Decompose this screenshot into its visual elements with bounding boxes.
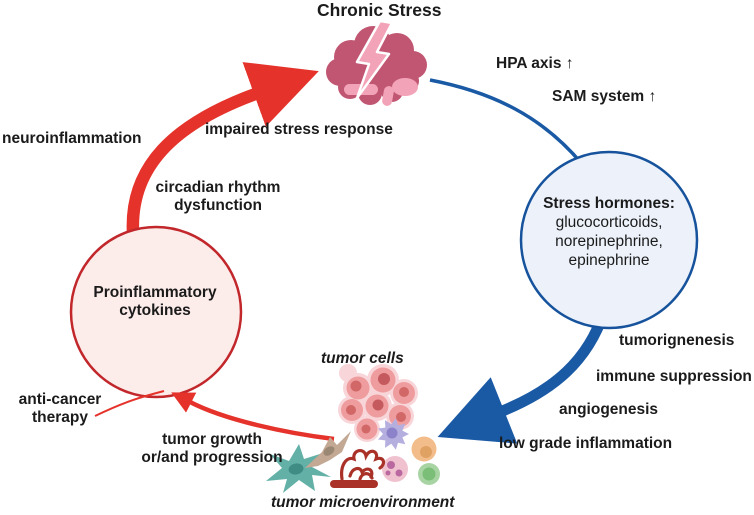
- stress-hormones-node: [519, 150, 699, 330]
- stress-hormone-line: epinephrine: [568, 251, 650, 269]
- anti-cancer-therapy-label: anti-cancer therapy: [18, 391, 102, 427]
- green-cell-icon: [418, 463, 440, 485]
- stress-hormone-line: norepinephrine,: [555, 232, 663, 250]
- stress-hormone-line: glucocorticoids,: [555, 213, 663, 231]
- cytokines-node: [69, 225, 243, 399]
- tumor-microenvironment-icons: [266, 418, 440, 493]
- angiogenesis-label: angiogenesis: [559, 401, 659, 418]
- red-arrow-cytokines-to-brain: [126, 62, 319, 233]
- stress-hormones-text: Stress hormones: glucocorticoids, norepi…: [532, 195, 686, 271]
- fibroblast-cell-icon: [266, 444, 331, 493]
- orange-cell-icon: [411, 436, 437, 462]
- tumor-microenvironment-label: tumor microenvironment: [271, 494, 455, 511]
- tumor-cells-icon: [338, 364, 418, 442]
- blue-arrow-hormones-to-tumor: [437, 310, 610, 444]
- tumor-growth-label: tumor growth or/and progression: [141, 431, 283, 467]
- dendritic-cell-icon: [378, 418, 409, 450]
- brain-lightning-icon: [326, 19, 427, 106]
- spindle-cell-icon: [305, 431, 351, 468]
- lightning-bolt-icon: [355, 19, 394, 100]
- red-arrow-tumor-to-cytokines: [171, 392, 335, 442]
- low-grade-inflammation-label: low grade inflammation: [499, 435, 673, 452]
- brainstem: [344, 78, 418, 106]
- proinflammatory-cytokines-label: Proinflammatory cytokines: [93, 284, 217, 320]
- macrophage-cell-icon: [382, 456, 408, 482]
- chronic-stress-title: Chronic Stress: [317, 0, 442, 20]
- blue-curve-brain-to-hormones: [429, 78, 584, 166]
- anti-cancer-therapy-line: [94, 390, 165, 417]
- stress-hormones-title: Stress hormones:: [543, 195, 675, 212]
- immune-suppression-label: immune suppression: [596, 368, 752, 385]
- sam-system-label: SAM system ↑: [552, 88, 657, 105]
- blood-vessel-icon: [330, 449, 386, 488]
- tumorigenesis-label: tumorignenesis: [619, 332, 735, 349]
- hpa-axis-label: HPA axis ↑: [496, 55, 574, 72]
- circadian-rhythm-label: circadian rhythm dysfunction: [155, 179, 281, 215]
- impaired-stress-response-label: impaired stress response: [205, 121, 393, 138]
- neuroinflammation-label: neuroinflammation: [2, 130, 142, 147]
- tumor-cells-label: tumor cells: [321, 350, 404, 367]
